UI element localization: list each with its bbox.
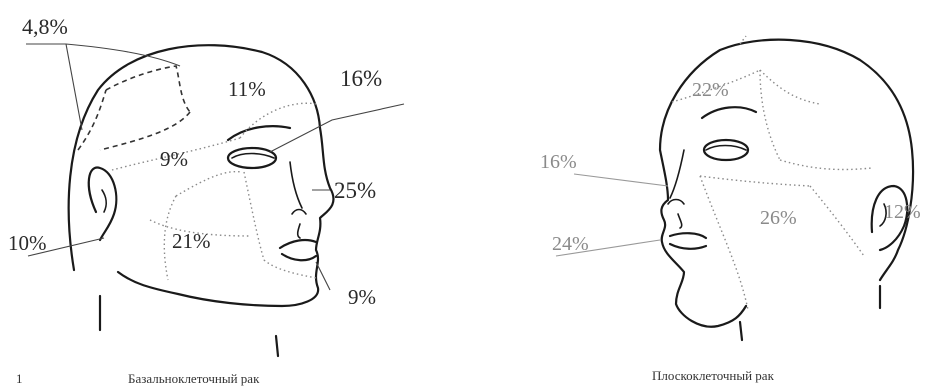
- right-mouth: [670, 233, 706, 249]
- left-ear: [89, 168, 117, 240]
- left-eyebrow: [228, 126, 290, 140]
- left-marker: 1: [16, 371, 23, 386]
- label-right-nose: 16%: [540, 151, 577, 173]
- right-dotted-zones: [672, 36, 872, 310]
- label-right-scalp: 22%: [692, 79, 729, 101]
- label-left-top: 4,8%: [22, 14, 68, 39]
- label-left-cheek: 21%: [172, 229, 211, 253]
- right-eyebrow: [702, 107, 756, 118]
- right-eye: [704, 140, 748, 160]
- left-mouth: [280, 240, 316, 260]
- label-left-eye: 16%: [340, 66, 382, 91]
- left-dashed-zone: [78, 66, 190, 150]
- label-left-temple: 9%: [160, 147, 188, 171]
- right-panel: 22% 16% 24% 26% 12% Плоскоклеточный рак: [540, 36, 921, 383]
- left-eye: [228, 148, 276, 168]
- label-left-forehead: 11%: [228, 77, 266, 101]
- left-panel: 4,8% 11% 16% 9% 25% 10% 21% 9% 1 Базальн…: [8, 14, 404, 386]
- right-nose: [668, 150, 684, 228]
- label-left-nose-side: 25%: [334, 178, 376, 203]
- left-caption: Базальноклеточный рак: [128, 371, 260, 386]
- left-dotted-zones: [112, 103, 316, 280]
- left-neck-front: [276, 336, 278, 356]
- label-right-cheek: 26%: [760, 207, 797, 229]
- label-right-ear: 12%: [884, 201, 921, 223]
- right-neck-front: [740, 322, 742, 340]
- label-left-chin: 9%: [348, 285, 376, 309]
- left-head-outline: [69, 45, 334, 306]
- label-right-lip: 24%: [552, 233, 589, 255]
- left-nose: [290, 162, 306, 238]
- label-left-ear: 10%: [8, 231, 47, 255]
- right-caption: Плоскоклеточный рак: [652, 368, 775, 383]
